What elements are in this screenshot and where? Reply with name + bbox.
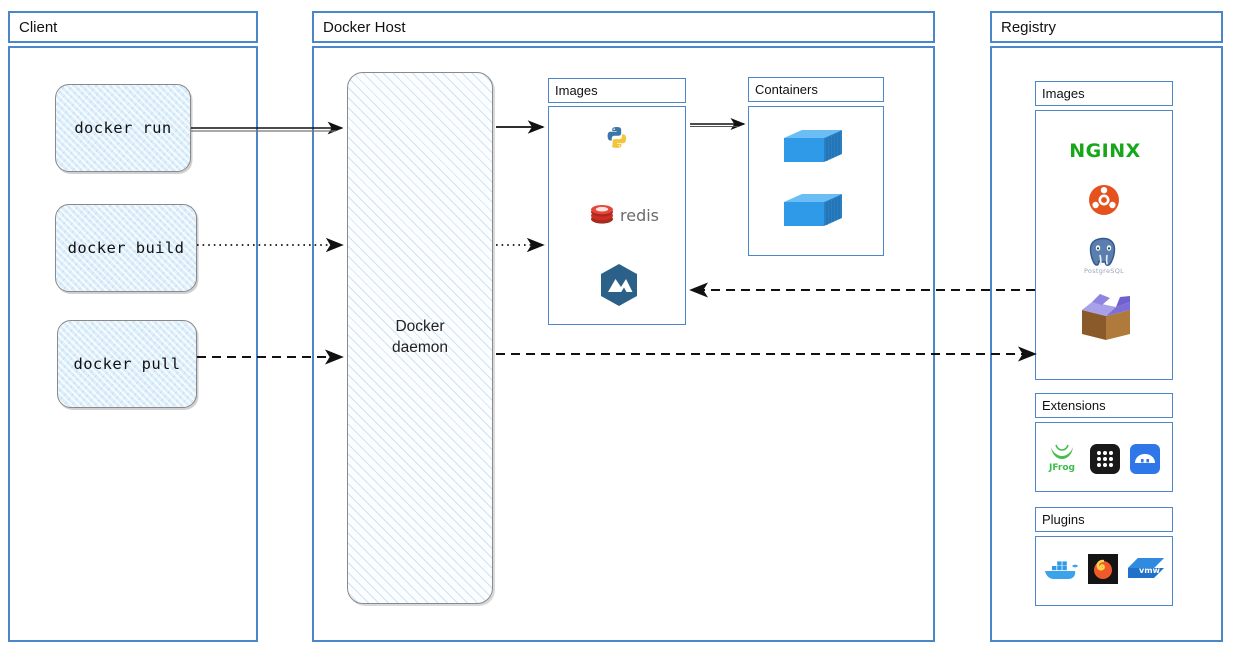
docker-daemon-box[interactable]: Docker daemon — [347, 72, 493, 604]
jfrog-label: JFrog — [1049, 463, 1075, 473]
host-images-header: Images — [548, 78, 686, 103]
grafana-icon — [1088, 554, 1118, 584]
client-panel-title: Client — [19, 18, 58, 36]
postgresql-icon: PostgreSQL — [1080, 234, 1128, 278]
command-box-docker-run[interactable]: docker run — [55, 84, 191, 172]
registry-extensions-header: Extensions — [1035, 393, 1173, 418]
cardboard-box-icon — [1076, 292, 1136, 344]
jfrog-icon: JFrog — [1044, 440, 1080, 476]
python-icon — [596, 124, 638, 166]
host-images-title: Images — [555, 83, 598, 98]
postgresql-label: PostgreSQL — [1083, 267, 1125, 275]
registry-images-title: Images — [1042, 86, 1085, 101]
daemon-label-line1: Docker — [395, 318, 445, 336]
shipping-container-icon — [780, 190, 848, 236]
shipping-container-icon — [780, 126, 848, 172]
command-box-docker-build[interactable]: docker build — [55, 204, 197, 292]
registry-panel-header: Registry — [990, 11, 1223, 43]
docker-host-panel-title: Docker Host — [323, 18, 406, 36]
docker-host-panel-header: Docker Host — [312, 11, 935, 43]
redis-label: redis — [620, 205, 660, 225]
containers-header: Containers — [748, 77, 884, 102]
ubuntu-icon — [1088, 184, 1120, 216]
daemon-label-line2: daemon — [391, 339, 448, 356]
registry-extensions-title: Extensions — [1042, 398, 1106, 413]
registry-panel-title: Registry — [1001, 18, 1057, 36]
redis-icon: redis — [589, 200, 699, 230]
containers-title: Containers — [755, 82, 818, 97]
grid-dots-icon — [1090, 444, 1120, 474]
client-panel-header: Client — [8, 11, 258, 43]
docker-whale-icon — [1042, 554, 1082, 586]
nginx-icon: NGINX — [1060, 138, 1150, 164]
blue-disk-icon — [1130, 444, 1160, 474]
command-label: docker run — [74, 119, 172, 137]
registry-images-header: Images — [1035, 81, 1173, 106]
registry-plugins-title: Plugins — [1042, 512, 1085, 527]
vmware-icon: vmw — [1126, 554, 1166, 584]
command-label: docker pull — [73, 355, 181, 373]
vmware-label: vmw — [1139, 566, 1160, 575]
nginx-label: NGINX — [1069, 140, 1141, 162]
command-box-docker-pull[interactable]: docker pull — [57, 320, 197, 408]
registry-plugins-header: Plugins — [1035, 507, 1173, 532]
hexagon-mountain-icon — [597, 262, 641, 308]
command-label: docker build — [67, 239, 185, 257]
